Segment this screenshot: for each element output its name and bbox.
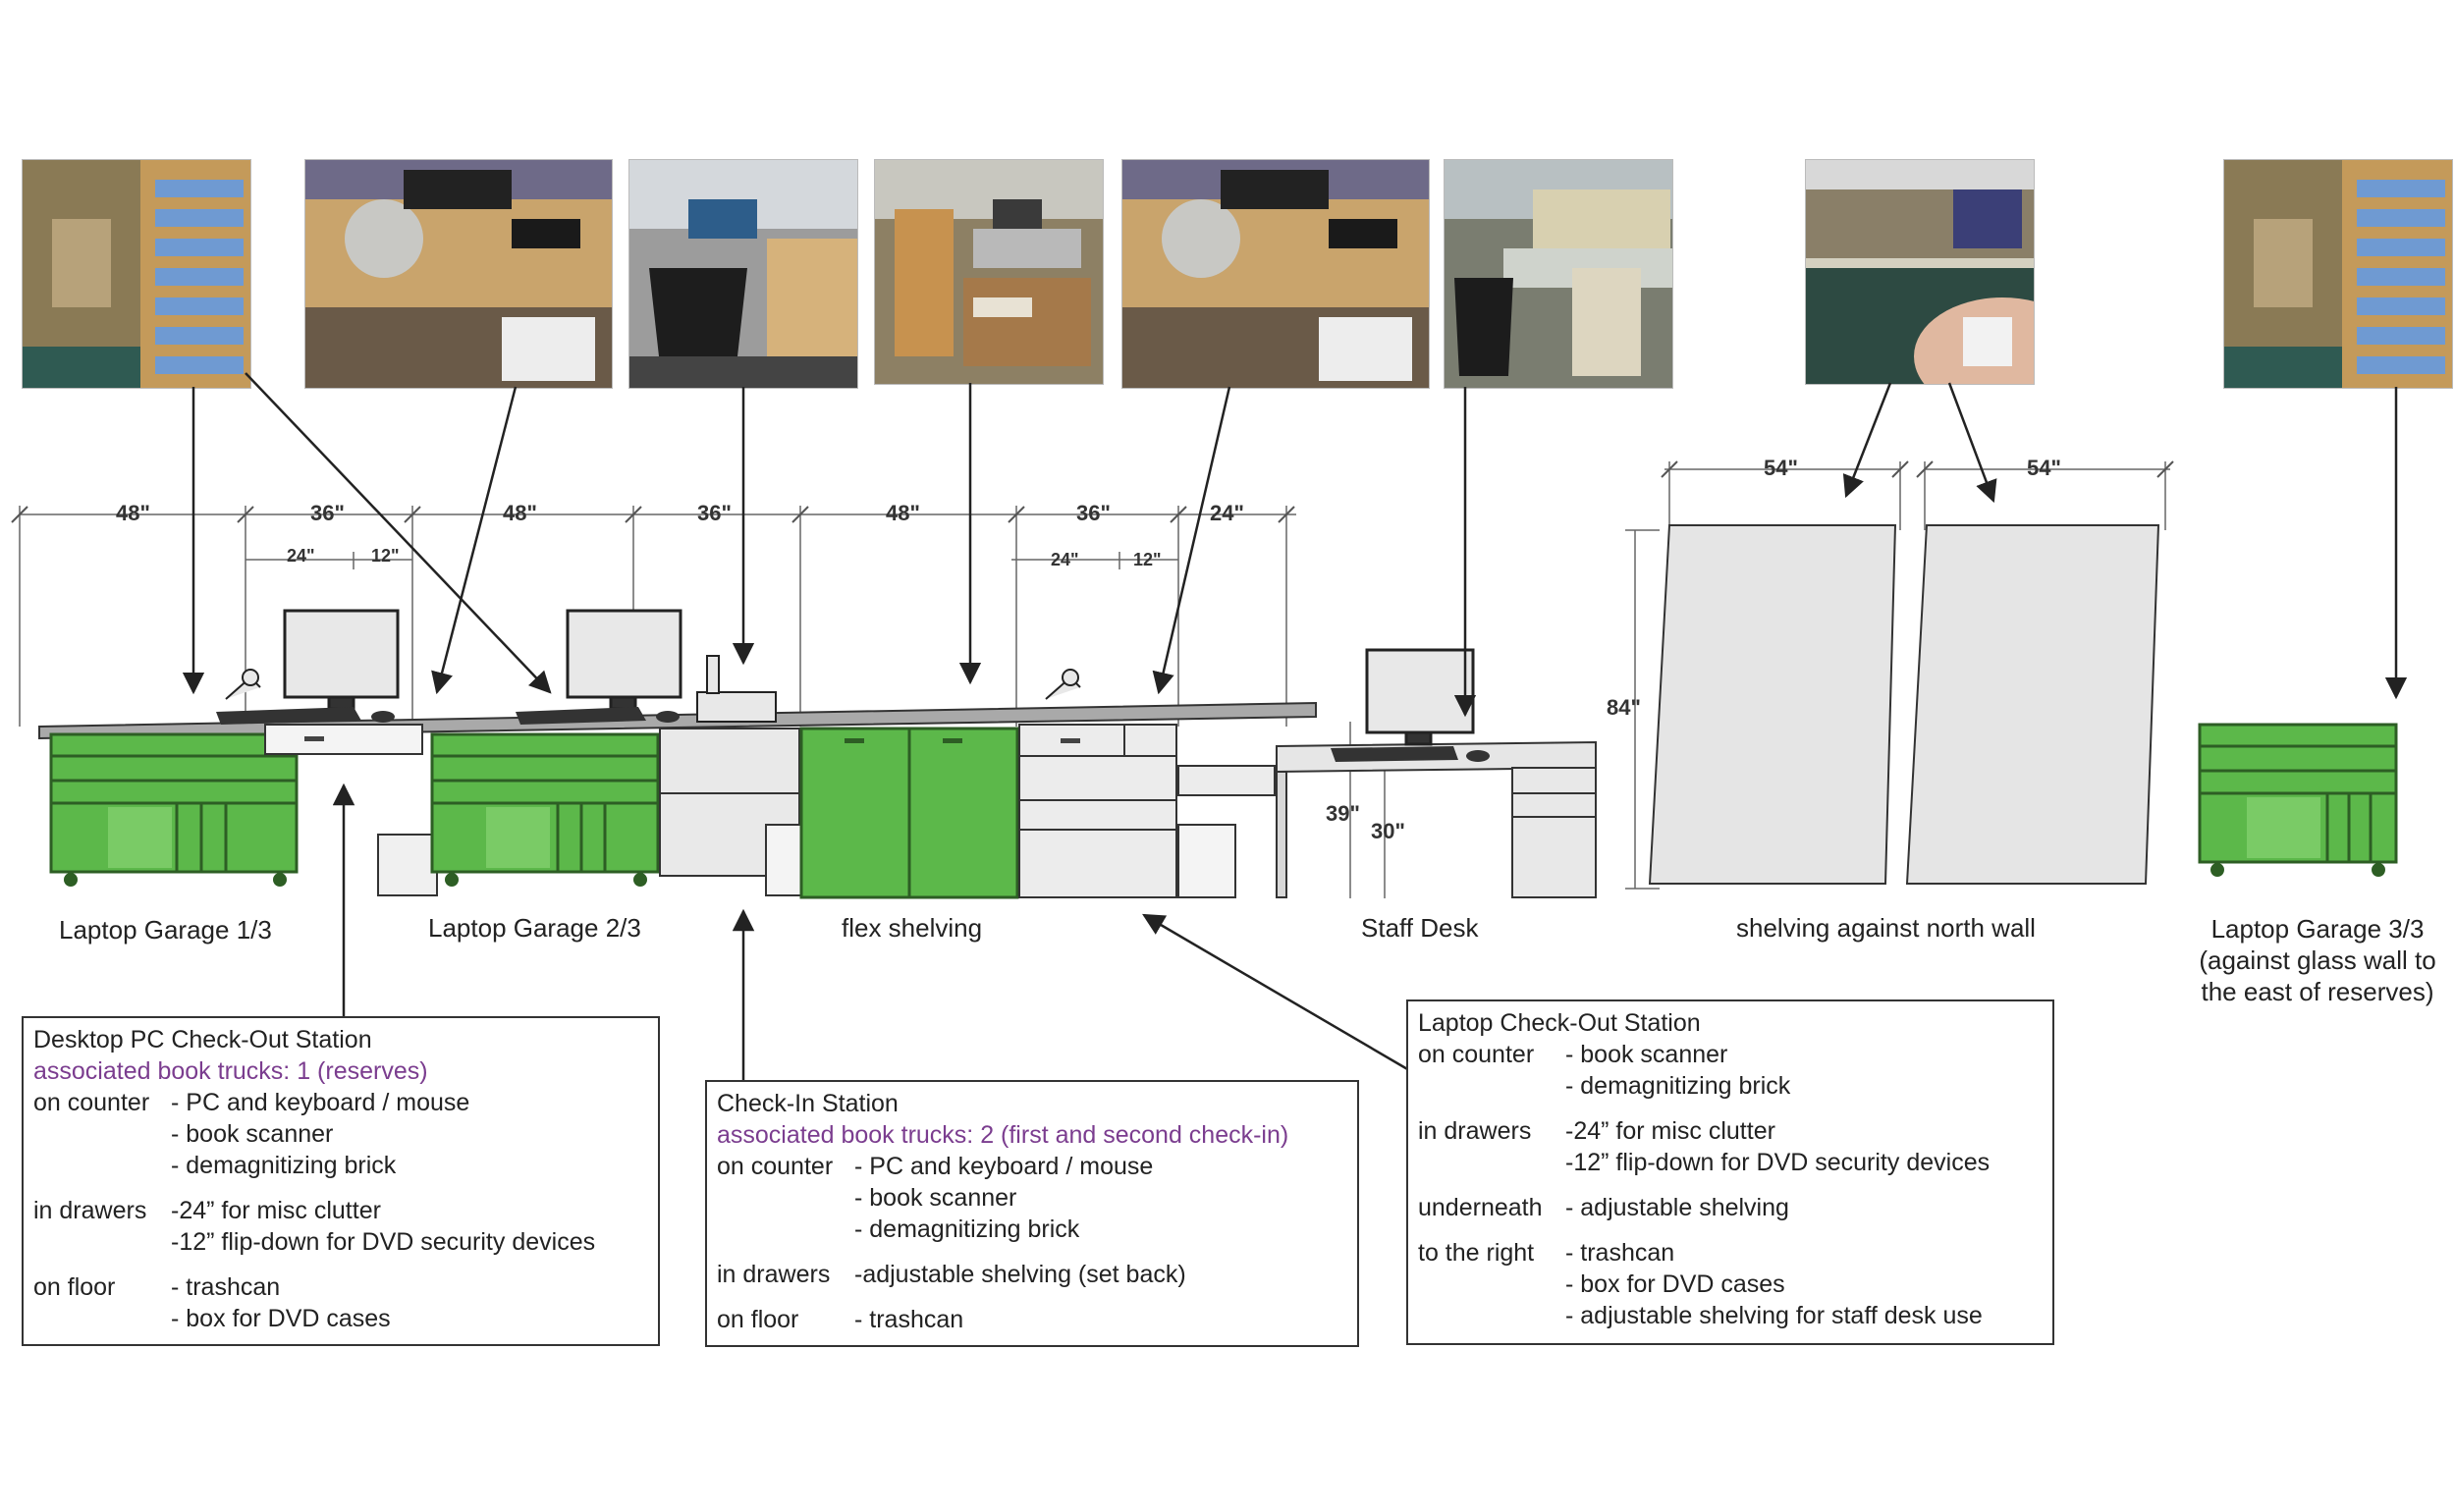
- box-group-item: -adjustable shelving (set back): [854, 1261, 1186, 1288]
- dim-top-4: 48": [886, 501, 920, 525]
- label-laptop-garage-1: Laptop Garage 1/3: [59, 915, 272, 945]
- photo-desk-counter-2: [1121, 159, 1430, 389]
- label-laptop-garage-3: Laptop Garage 3/3 (against glass wall to…: [2199, 914, 2436, 1006]
- label-flex-shelving: flex shelving: [842, 913, 983, 943]
- box-group: on counter - book scanner - demagnitizing …: [1418, 1039, 2043, 1102]
- box-checkin-title: Check-In Station: [717, 1090, 899, 1117]
- box-group-items: - trashcan - box for DVD cases: [171, 1271, 391, 1334]
- box-group-item: - adjustable shelving: [1565, 1194, 1789, 1221]
- dim-sub-right-0: 24": [1051, 550, 1079, 569]
- box-group-item: - adjustable shelving for staff desk use: [1565, 1302, 1983, 1329]
- photo-desk-counter-1: [304, 159, 613, 389]
- box-group: in drawers -adjustable shelving (set back…: [717, 1259, 1347, 1290]
- box-group-key: on counter: [717, 1153, 834, 1180]
- box-group-key: on counter: [1418, 1041, 1535, 1068]
- box-group-item: -12” flip-down for DVD security devices: [171, 1228, 596, 1256]
- dim-top-1: 36": [310, 501, 345, 525]
- box-group-item: -12” flip-down for DVD security devices: [1565, 1149, 1991, 1176]
- box-group-key: on floor: [33, 1273, 116, 1301]
- box-group-item: -24” for misc clutter: [1565, 1117, 1775, 1145]
- box-group-items: - trashcan: [854, 1304, 963, 1335]
- box-group-item: - box for DVD cases: [1565, 1270, 1785, 1298]
- box-group-items: - trashcan - box for DVD cases - adjustabl…: [1565, 1237, 1983, 1331]
- box-group: on floor - trashcan - box for DVD cases: [33, 1271, 648, 1334]
- box-checkin-groups: on counter - PC and keyboard / mouse - boo…: [717, 1151, 1347, 1335]
- box-laptop-groups: on counter - book scanner - demagnitizing …: [1418, 1039, 2043, 1331]
- dim-shelving-height: 84": [1607, 695, 1641, 720]
- box-desktop-title: Desktop PC Check-Out Station: [33, 1026, 372, 1053]
- box-group-item: - PC and keyboard / mouse: [171, 1089, 470, 1116]
- box-group: in drawers -24” for misc clutter -12” flip…: [1418, 1115, 2043, 1178]
- dim-sub-left-0: 24": [287, 546, 315, 566]
- dim-sub-left-1: 12": [371, 546, 400, 566]
- dim-top-5: 36": [1076, 501, 1111, 525]
- box-checkin: Check-In Station associated book trucks:…: [705, 1080, 1359, 1347]
- box-laptop-checkout: Laptop Check-Out Station on counter - boo…: [1406, 999, 2054, 1345]
- photo-flex-shelving: [874, 159, 1104, 385]
- box-checkin-sub: associated book trucks: 2 (first and sec…: [717, 1121, 1289, 1149]
- box-group-key: underneath: [1418, 1194, 1543, 1221]
- box-group: on counter - PC and keyboard / mouse - boo…: [33, 1087, 648, 1181]
- label-north-wall: shelving against north wall: [1736, 913, 2036, 943]
- label-staff-desk: Staff Desk: [1361, 913, 1479, 943]
- dim-shelving-width-a: 54": [1764, 456, 1798, 480]
- box-group-items: -24” for misc clutter -12” flip-down for …: [1565, 1115, 1990, 1178]
- box-laptop-title: Laptop Check-Out Station: [1418, 1009, 1701, 1037]
- box-group-items: -24” for misc clutter -12” flip-down for …: [171, 1195, 595, 1258]
- photo-laptop-garage-3: [2223, 159, 2453, 389]
- box-group-items: - PC and keyboard / mouse - book scanner -…: [854, 1151, 1153, 1245]
- box-group-item: - trashcan: [1565, 1239, 1675, 1267]
- box-group-items: - PC and keyboard / mouse - book scanner -…: [171, 1087, 469, 1181]
- box-group-items: -adjustable shelving (set back): [854, 1259, 1186, 1290]
- dim-top-0: 48": [116, 501, 150, 525]
- box-group-item: - book scanner: [854, 1184, 1017, 1212]
- box-group-item: - box for DVD cases: [171, 1305, 391, 1332]
- dim-top-6: 24": [1210, 501, 1244, 525]
- box-group-key: on counter: [33, 1089, 150, 1116]
- box-group-key: on floor: [717, 1306, 799, 1333]
- box-group-item: - demagnitizing brick: [171, 1152, 397, 1179]
- label-laptop-garage-2: Laptop Garage 2/3: [428, 913, 641, 943]
- box-group-item: - trashcan: [171, 1273, 281, 1301]
- box-group-item: - demagnitizing brick: [854, 1215, 1080, 1243]
- photo-laptop-garage-1: [22, 159, 251, 389]
- box-group-item: - trashcan: [854, 1306, 964, 1333]
- box-group-key: to the right: [1418, 1239, 1535, 1267]
- dim-top-3: 36": [697, 501, 732, 525]
- box-group-items: - adjustable shelving: [1565, 1192, 1789, 1223]
- box-group: in drawers -24” for misc clutter -12” flip…: [33, 1195, 648, 1258]
- photo-staff-desk: [1444, 159, 1673, 389]
- dim-shelving-width-b: 54": [2027, 456, 2061, 480]
- box-group-item: - book scanner: [1565, 1041, 1728, 1068]
- dim-top-2: 48": [503, 501, 537, 525]
- photo-chair-drawers: [628, 159, 858, 389]
- box-group: underneath - adjustable shelving: [1418, 1192, 2043, 1223]
- box-group: to the right - trashcan - box for DVD case…: [1418, 1237, 2043, 1331]
- box-group-item: -24” for misc clutter: [171, 1197, 381, 1224]
- box-group-item: - book scanner: [171, 1120, 334, 1148]
- photo-north-wall-shelving: [1805, 159, 2035, 385]
- box-group-key: in drawers: [717, 1261, 831, 1288]
- box-group-key: in drawers: [1418, 1117, 1532, 1145]
- box-group: on floor - trashcan: [717, 1304, 1347, 1335]
- box-group-key: in drawers: [33, 1197, 147, 1224]
- dim-desk-height-b: 30": [1371, 819, 1405, 843]
- dim-desk-height-a: 39": [1326, 801, 1360, 826]
- box-desktop-checkout: Desktop PC Check-Out Station associated …: [22, 1016, 660, 1346]
- box-group-items: - book scanner - demagnitizing brick: [1565, 1039, 1790, 1102]
- box-group-item: - PC and keyboard / mouse: [854, 1153, 1154, 1180]
- box-group: on counter - PC and keyboard / mouse - boo…: [717, 1151, 1347, 1245]
- box-desktop-groups: on counter - PC and keyboard / mouse - boo…: [33, 1087, 648, 1334]
- box-group-item: - demagnitizing brick: [1565, 1072, 1791, 1100]
- dim-sub-right-1: 12": [1133, 550, 1162, 569]
- box-desktop-sub: associated book trucks: 1 (reserves): [33, 1057, 428, 1085]
